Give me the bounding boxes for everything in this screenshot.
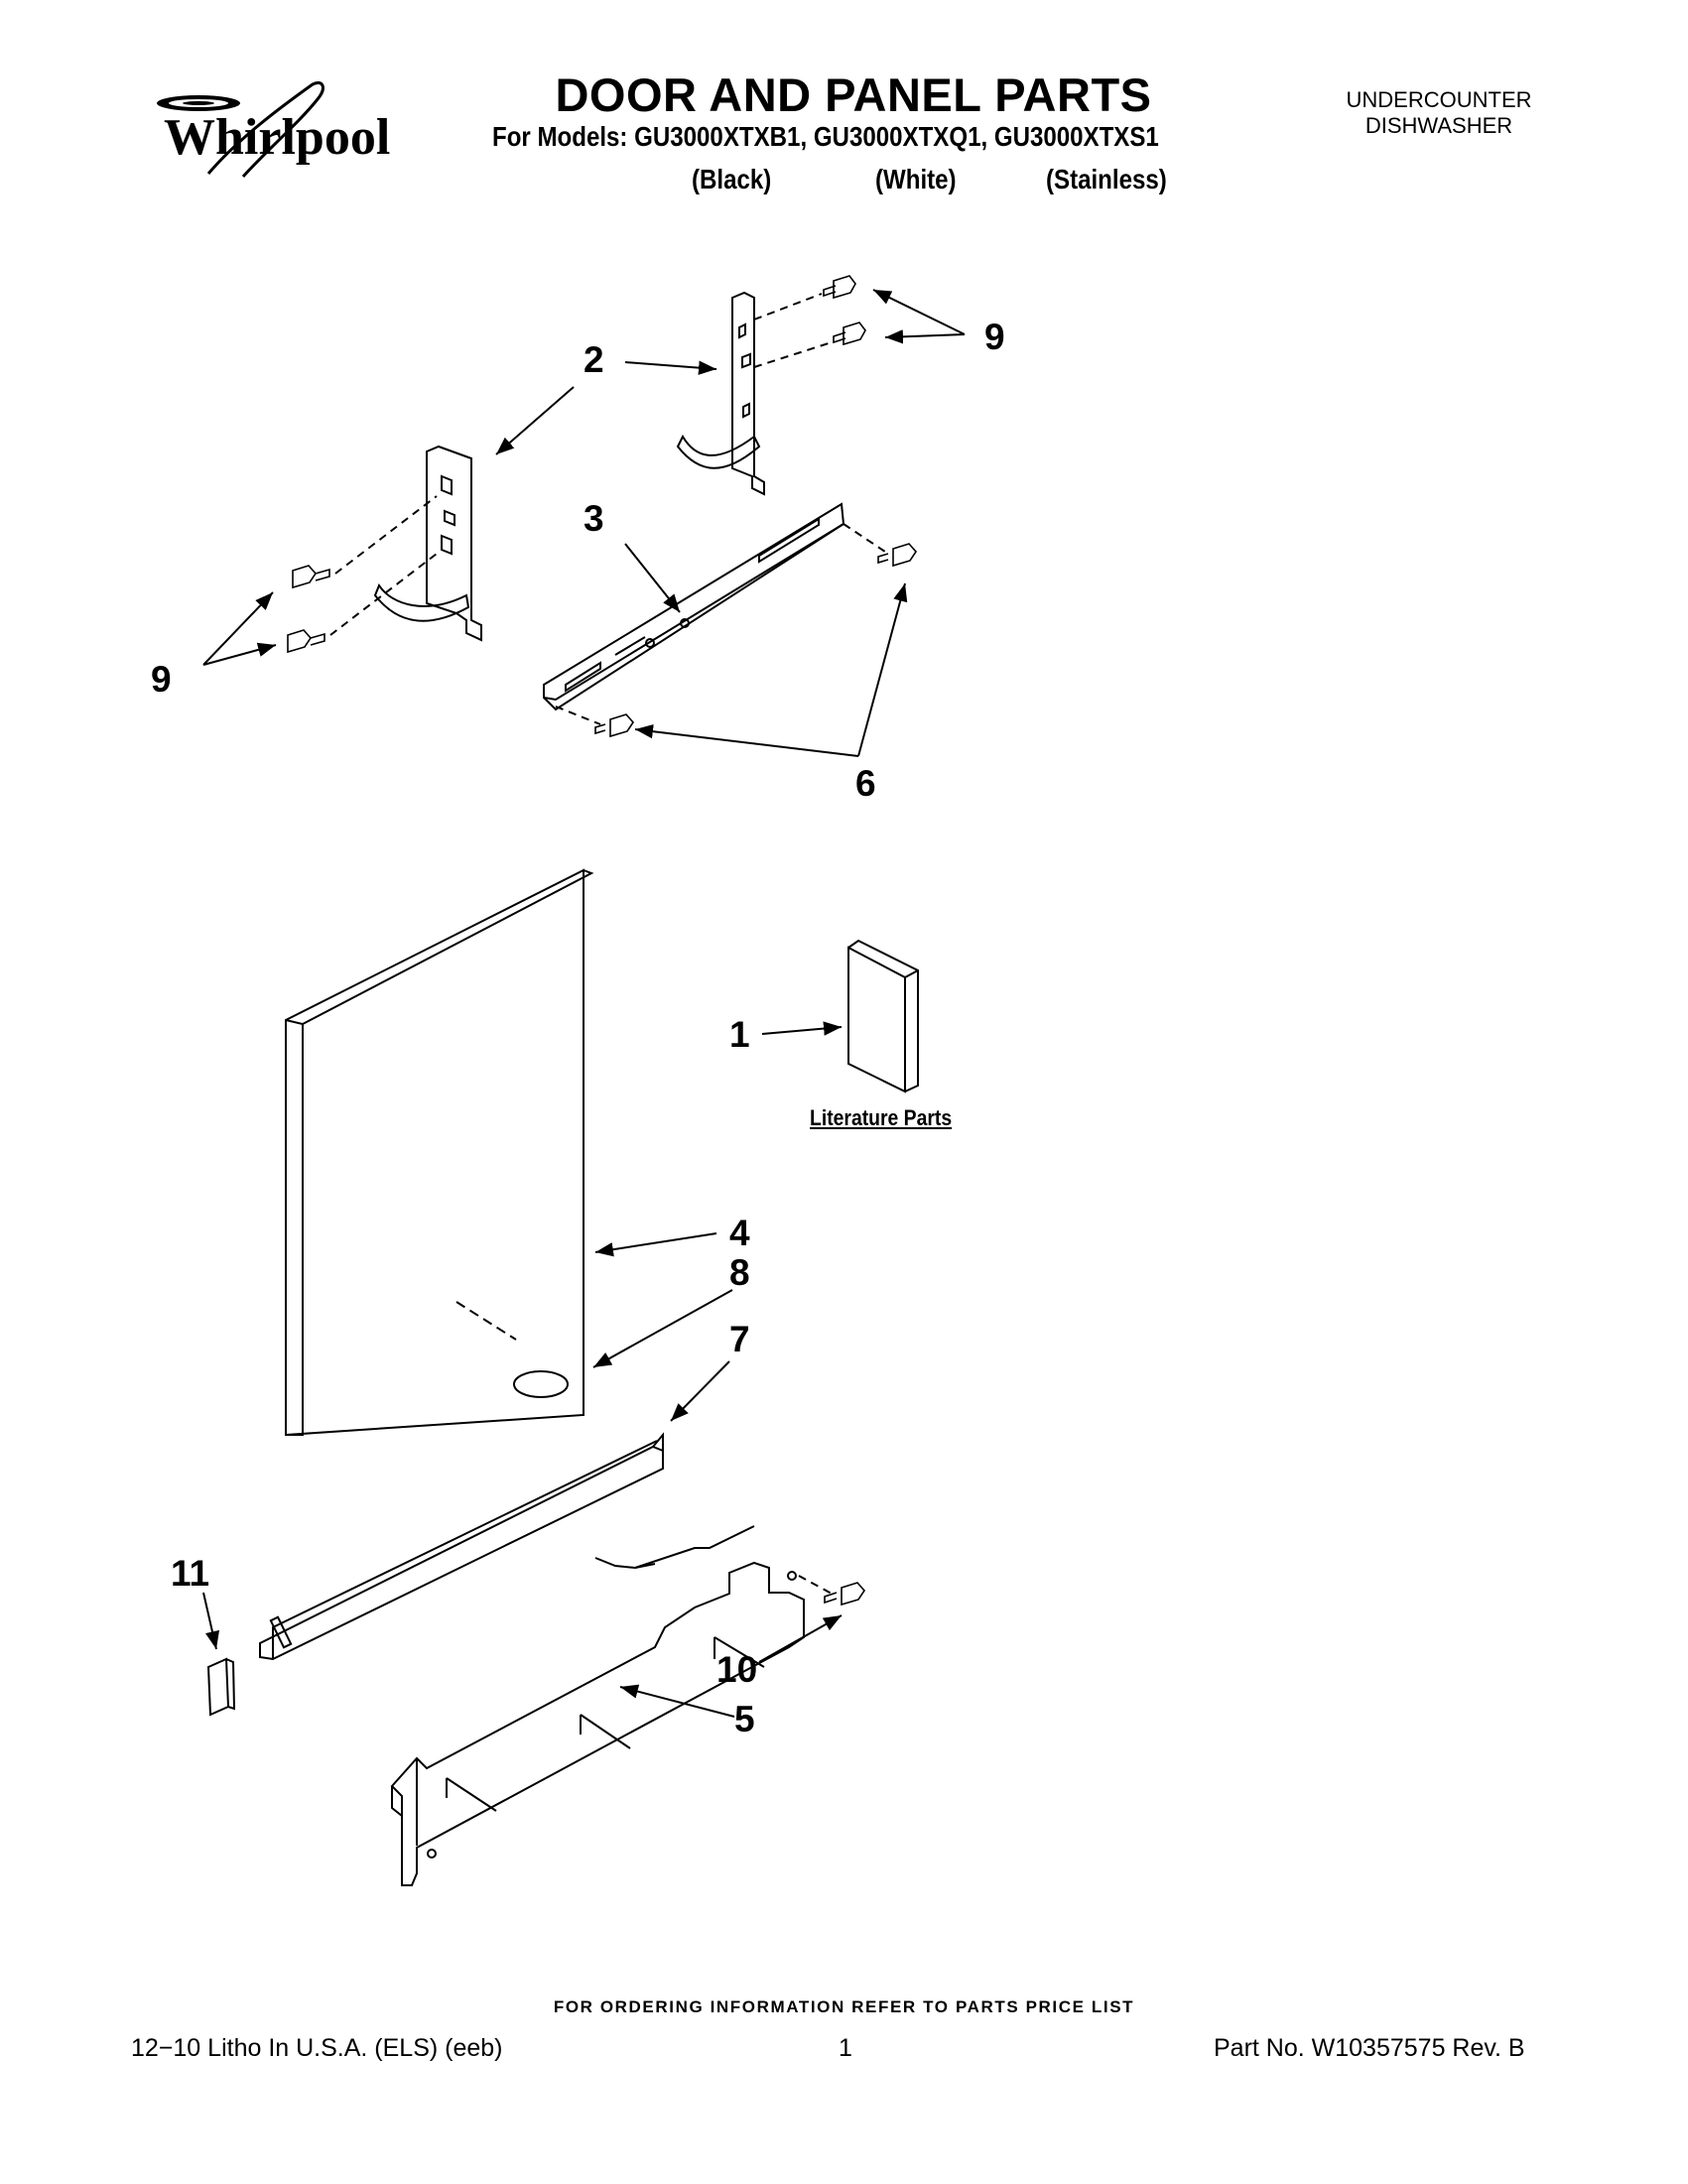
page-title: DOOR AND PANEL PARTS <box>555 68 1152 121</box>
ordering-note: FOR ORDERING INFORMATION REFER TO PARTS … <box>553 1997 1135 2016</box>
callout-1: 1 <box>729 1014 750 1055</box>
trim-strip <box>259 1432 664 1661</box>
callout-11: 11 <box>171 1553 209 1594</box>
screw-9-upper-b <box>833 321 866 346</box>
part-number: Part No. W10357575 Rev. B <box>1214 2034 1525 2062</box>
brand-wordmark: Whirlpool <box>164 109 390 166</box>
color-label-black: (Black) <box>692 164 772 194</box>
screw-9-left-b <box>287 629 325 654</box>
litho-info: 12−10 Litho In U.S.A. (ELS) (eeb) <box>131 2034 503 2062</box>
page-number: 1 <box>839 2034 852 2062</box>
whirlpool-logo: Whirlpool <box>157 81 390 178</box>
screw-6-right <box>877 543 918 568</box>
callout-5: 5 <box>734 1699 755 1739</box>
callout-9-left: 9 <box>151 659 172 700</box>
literature-book <box>847 939 919 1093</box>
product-type-line1: UNDERCOUNTER <box>1346 87 1532 112</box>
toe-panel <box>390 1525 805 1886</box>
screw-10 <box>824 1582 866 1606</box>
callout-6: 6 <box>855 763 876 804</box>
callout-7: 7 <box>729 1319 750 1359</box>
screw-9-left-a <box>292 565 330 589</box>
callout-2: 2 <box>584 339 604 380</box>
door-panel <box>285 868 594 1437</box>
hinge-bracket-left <box>373 445 482 642</box>
models-line: For Models: GU3000XTXB1, GU3000XTXQ1, GU… <box>492 121 1159 152</box>
callout-4: 4 <box>729 1213 750 1253</box>
badge-oval <box>513 1370 569 1398</box>
hinge-bracket-right <box>676 291 765 496</box>
screw-6-left <box>594 713 635 738</box>
callout-arrows <box>202 289 966 1718</box>
literature-parts-label: Literature Parts <box>810 1105 953 1130</box>
callout-8: 8 <box>729 1252 750 1293</box>
callout-10: 10 <box>716 1649 757 1690</box>
callout-3: 3 <box>584 498 604 539</box>
color-label-stainless: (Stainless) <box>1046 164 1167 194</box>
screw-9-upper-a <box>823 275 856 300</box>
clip <box>206 1657 236 1717</box>
product-type-line2: DISHWASHER <box>1364 113 1513 138</box>
mounting-rail <box>543 502 845 711</box>
color-label-white: (White) <box>875 164 957 194</box>
callout-9-upper: 9 <box>984 317 1005 357</box>
